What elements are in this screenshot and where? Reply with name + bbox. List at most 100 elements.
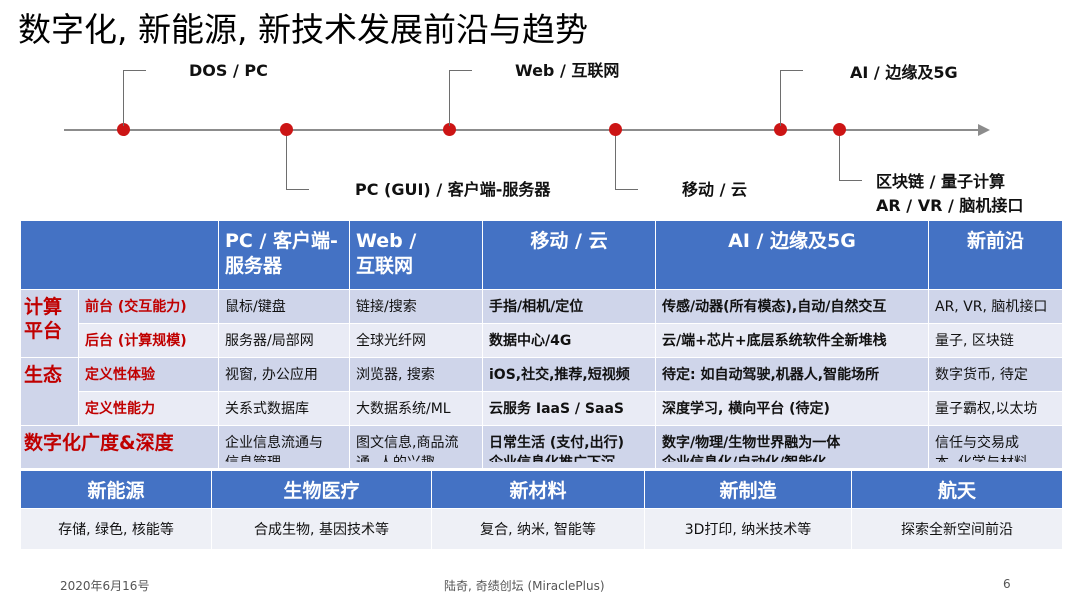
timeline-label-dos: DOS / PC — [189, 61, 268, 80]
row-label-cap: 定义性能力 — [78, 391, 219, 426]
category-compute-line2: 平台 — [24, 320, 63, 342]
cell-back-frontier: 量子, 区块链 — [928, 323, 1063, 358]
cell-exp-ai: 待定: 如自动驾驶,机器人,智能场所 — [655, 357, 929, 392]
band-header-energy: 新能源 — [20, 470, 212, 509]
timeline-label-blockchain: 区块链 / 量子计算 — [876, 172, 1005, 191]
cell-digital-frontier: 信任与交易成 本, 化学与材料 — [928, 425, 1063, 469]
timeline-axis — [64, 129, 979, 131]
header-ai: AI / 边缘及5G — [655, 220, 929, 290]
timeline-dot-ai — [774, 123, 787, 136]
band-value-energy: 存储, 绿色, 核能等 — [20, 508, 212, 550]
table-row-exp: 生态 定义性体验 视窗, 办公应用 浏览器, 搜索 iOS,社交,推荐,短视频 … — [20, 357, 1063, 426]
cell-back-pc: 服务器/局部网 — [218, 323, 350, 358]
cell-front-web: 链接/搜索 — [349, 289, 483, 324]
timeline-arrow-icon — [978, 124, 990, 136]
cell-cap-web: 大数据系统/ML — [349, 391, 483, 426]
cell-digital-pc-line2: 信息管理 — [225, 453, 343, 462]
cell-exp-frontier: 数字货币, 待定 — [928, 357, 1063, 392]
band-value-materials: 复合, 纳米, 智能等 — [431, 508, 645, 550]
page-number: 6 — [1003, 577, 1011, 591]
cell-digital-mobile: 日常生活 (支付,出行) 企业信息化推广下沉 — [482, 425, 656, 469]
timeline-dot-web — [443, 123, 456, 136]
header-pc: PC / 客户端- 服务器 — [218, 220, 350, 290]
header-mobile: 移动 / 云 — [482, 220, 656, 290]
row-label-exp: 定义性体验 — [78, 357, 219, 392]
cell-digital-pc: 企业信息流通与 信息管理 — [218, 425, 350, 469]
table-row-front: 计算 平台 前台 (交互能力) 鼠标/键盘 链接/搜索 手指/相机/定位 传感/… — [20, 289, 1063, 358]
connector-web — [449, 70, 472, 126]
cell-front-mobile: 手指/相机/定位 — [482, 289, 656, 324]
cell-back-mobile: 数据中心/4G — [482, 323, 656, 358]
band-header-bio: 生物医疗 — [211, 470, 432, 509]
cell-cap-frontier: 量子霸权,以太坊 — [928, 391, 1063, 426]
technology-matrix: PC / 客户端- 服务器 Web / 互联网 移动 / 云 AI / 边缘及5… — [20, 220, 1063, 469]
cell-back-web: 全球光纤网 — [349, 323, 483, 358]
matrix-header-row: PC / 客户端- 服务器 Web / 互联网 移动 / 云 AI / 边缘及5… — [20, 220, 1063, 290]
cell-front-ai: 传感/动器(所有模态),自动/自然交互 — [655, 289, 929, 324]
timeline-label-web: Web / 互联网 — [515, 61, 620, 80]
footer-date: 2020年6月16号 — [60, 579, 150, 593]
cell-digital-ai-line2: 企业信息化/自动化/智能化 — [662, 453, 922, 462]
connector-blockchain — [839, 136, 862, 181]
band-header-manufacturing: 新制造 — [644, 470, 852, 509]
timeline: DOS / PC Web / 互联网 AI / 边缘及5G PC (GUI) /… — [0, 58, 1080, 218]
table-row-digital: 数字化广度&深度 企业信息流通与 信息管理 图文信息,商品流 通, 人的兴趣 日… — [20, 425, 1063, 469]
cell-digital-frontier-line2: 本, 化学与材料 — [935, 453, 1056, 462]
row-label-back: 后台 (计算规模) — [78, 323, 219, 358]
timeline-dot-blockchain — [833, 123, 846, 136]
category-compute: 计算 平台 — [20, 289, 79, 358]
row-label-front: 前台 (交互能力) — [78, 289, 219, 324]
connector-dos — [123, 70, 146, 126]
header-pc-line2: 服务器 — [225, 255, 283, 277]
header-web: Web / 互联网 — [349, 220, 483, 290]
cell-exp-mobile: iOS,社交,推荐,短视频 — [482, 357, 656, 392]
timeline-dot-pc-gui — [280, 123, 293, 136]
cell-cap-mobile: 云服务 IaaS / SaaS — [482, 391, 656, 426]
band-header-materials: 新材料 — [431, 470, 645, 509]
cell-cap-ai: 深度学习, 横向平台 (待定) — [655, 391, 929, 426]
cell-back-ai: 云/端+芯片+底层系统软件全新堆栈 — [655, 323, 929, 358]
slide-title: 数字化, 新能源, 新技术发展前沿与趋势 — [18, 10, 588, 49]
cell-exp-web: 浏览器, 搜索 — [349, 357, 483, 392]
band-value-manufacturing: 3D打印, 纳米技术等 — [644, 508, 852, 550]
band-value-row: 存储, 绿色, 核能等 合成生物, 基因技术等 复合, 纳米, 智能等 3D打印… — [20, 508, 1063, 550]
header-frontier: 新前沿 — [928, 220, 1063, 290]
cell-digital-ai-line1: 数字/物理/生物世界融为一体 — [662, 435, 841, 451]
band-header-row: 新能源 生物医疗 新材料 新制造 航天 — [20, 470, 1063, 509]
timeline-label-ai: AI / 边缘及5G — [850, 63, 958, 82]
connector-ai — [780, 70, 803, 126]
timeline-label-mobile: 移动 / 云 — [682, 180, 747, 199]
connector-mobile — [615, 136, 638, 190]
cell-digital-ai: 数字/物理/生物世界融为一体 企业信息化/自动化/智能化 — [655, 425, 929, 469]
cell-digital-web-line1: 图文信息,商品流 — [356, 435, 459, 451]
band-value-bio: 合成生物, 基因技术等 — [211, 508, 432, 550]
cell-digital-mobile-line1: 日常生活 (支付,出行) — [489, 435, 624, 451]
cell-front-frontier: AR, VR, 脑机接口 — [928, 289, 1063, 324]
footer-author: 陆奇, 奇绩创坛 (MiraclePlus) — [444, 579, 605, 593]
new-fields-band: 新能源 生物医疗 新材料 新制造 航天 存储, 绿色, 核能等 合成生物, 基因… — [20, 470, 1063, 550]
band-value-aerospace: 探索全新空间前沿 — [851, 508, 1063, 550]
connector-pc-gui — [286, 136, 309, 190]
timeline-dot-dos — [117, 123, 130, 136]
header-web-line1: Web / — [356, 230, 417, 252]
category-digital: 数字化广度&深度 — [20, 425, 219, 469]
category-eco: 生态 — [20, 357, 79, 426]
cell-exp-pc: 视窗, 办公应用 — [218, 357, 350, 392]
band-header-aerospace: 航天 — [851, 470, 1063, 509]
category-compute-line1: 计算 — [24, 296, 63, 318]
timeline-label-pc-gui: PC (GUI) / 客户端-服务器 — [355, 180, 551, 199]
cell-digital-web-line2: 通, 人的兴趣 — [356, 453, 476, 462]
table-row-back: 后台 (计算规模) 服务器/局部网 全球光纤网 数据中心/4G 云/端+芯片+底… — [21, 323, 1063, 358]
cell-digital-web: 图文信息,商品流 通, 人的兴趣 — [349, 425, 483, 469]
table-row-cap: 定义性能力 关系式数据库 大数据系统/ML 云服务 IaaS / SaaS 深度… — [21, 391, 1063, 426]
cell-front-pc: 鼠标/键盘 — [218, 289, 350, 324]
timeline-label-arvr: AR / VR / 脑机接口 — [876, 196, 1024, 215]
cell-cap-pc: 关系式数据库 — [218, 391, 350, 426]
cell-digital-mobile-line2: 企业信息化推广下沉 — [489, 453, 649, 462]
header-web-line2: 互联网 — [356, 255, 414, 277]
matrix-header-blank — [20, 220, 219, 290]
timeline-dot-mobile — [609, 123, 622, 136]
cell-digital-pc-line1: 企业信息流通与 — [225, 435, 323, 451]
header-pc-line1: PC / 客户端- — [225, 230, 338, 252]
cell-digital-frontier-line1: 信任与交易成 — [935, 435, 1019, 451]
